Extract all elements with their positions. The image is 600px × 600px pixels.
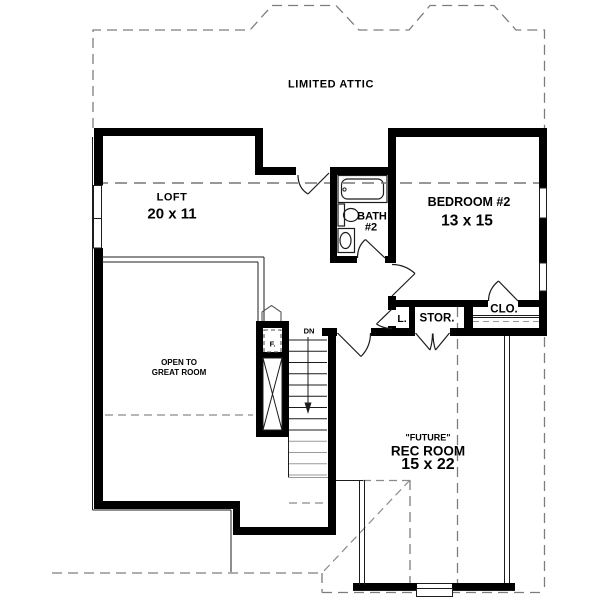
bay-window-icon [416,588,453,597]
bedroom-door-icon [391,263,416,297]
arrow-head-icon [304,402,312,414]
label-bath2: BATH [357,210,387,223]
label-loft-dim: 20 x 11 [147,205,197,223]
firebox-icon [263,329,282,353]
stair-wall [328,329,336,535]
windows [93,185,547,292]
label-bedroom2-dim: 13 x 15 [441,212,493,230]
bath-fixtures [337,174,388,254]
bath-top-wall [330,167,396,175]
bedroom-window-icon [539,187,547,219]
label-limited-attic: LIMITED ATTIC [287,78,375,91]
left-exterior-wall [94,136,103,186]
fireplace-wall [256,321,289,328]
label-stairs-dn: DN [303,326,315,336]
fireplace-detail [261,304,283,431]
open-below-dashes [105,414,327,504]
doors [297,172,519,357]
sink-icon [342,207,360,223]
bedroom-right-wall [539,137,547,188]
label-loft: LOFT [156,191,188,204]
bottom-bay [416,583,453,597]
label-rec-room-dim: 15 x 22 [401,455,455,473]
closet-door-icon [487,280,519,302]
rec-room-bottom-wall [353,583,417,590]
exterior-outline [92,137,515,591]
loft-railing [102,256,265,321]
label-open-to: OPEN TO [161,357,197,367]
staircase [288,337,328,478]
vanity-icon [337,203,346,227]
closet-left-wall [464,307,473,328]
bath-door-icon [356,239,386,259]
bathtub-icon [337,174,388,204]
walls [94,128,547,590]
label-fireplace: F. [269,339,276,349]
storage-door-icon [415,332,450,351]
bedroom-window2-icon [539,262,547,292]
rec-room-framing [336,336,510,585]
great-room-bottom-wall [94,501,240,509]
label-great-room: GREAT ROOM [151,367,207,377]
rec-room-door-icon [337,332,372,357]
tub-faucet-icon [342,187,347,192]
attic-outline [92,4,546,128]
roof-outline [52,307,546,594]
loft-top-wall [94,128,263,136]
flue-icon [261,304,282,321]
loft-door-icon [297,172,330,195]
bedroom-left-wall [388,137,396,263]
label-storage: STOR. [419,311,455,324]
label-closet: CLO. [490,303,518,316]
label-bedroom2: BEDROOM #2 [427,194,511,209]
bath-left-wall [330,175,337,263]
laundry-door-icon [376,308,393,330]
bedroom-top-wall [388,128,547,137]
chase-icon [262,357,283,431]
label-future: "FUTURE" [405,432,451,443]
label-rec-room: REC ROOM [390,442,466,458]
closet-shelf [473,315,539,323]
label-bath2-num: #2 [364,221,378,234]
loft-window-icon [93,185,102,249]
toilet-icon [337,227,356,254]
label-laundry: L. [397,312,407,325]
